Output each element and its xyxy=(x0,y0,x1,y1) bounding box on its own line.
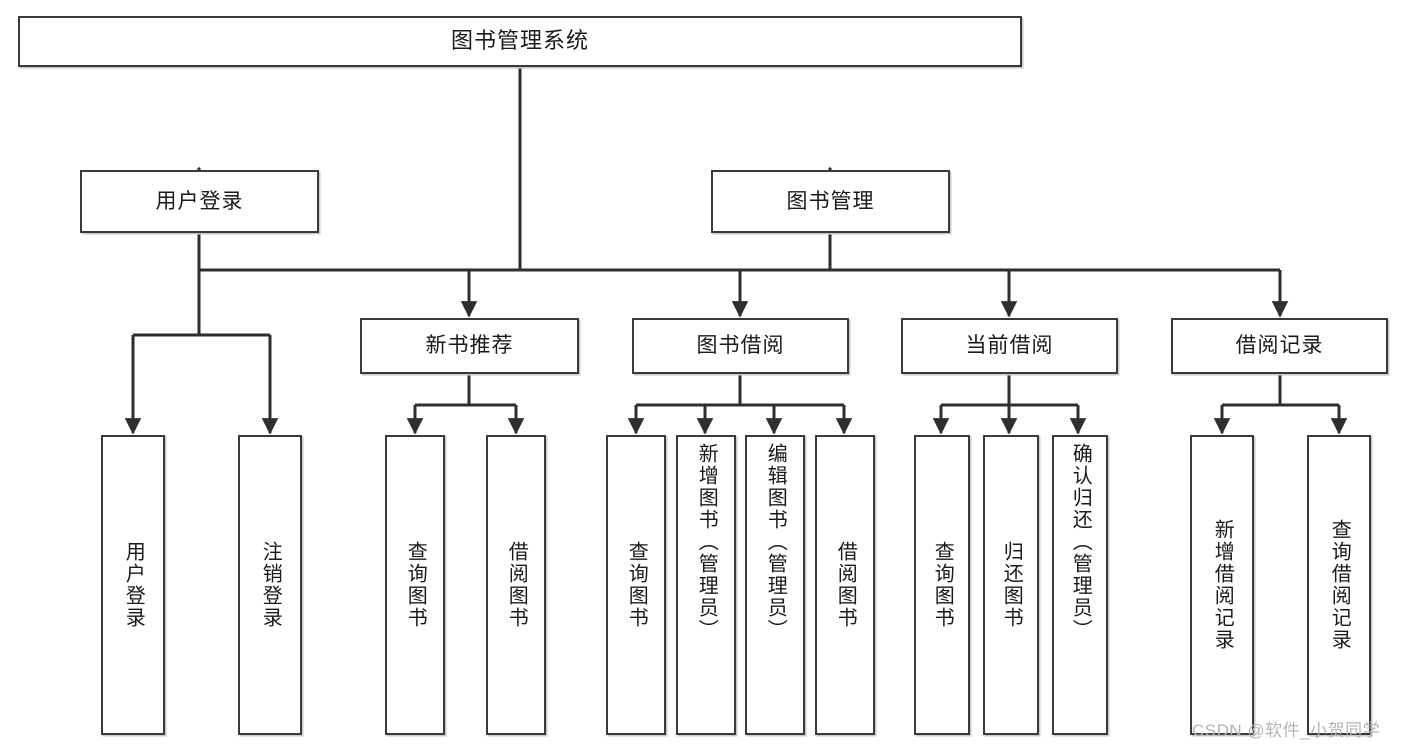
node-user-login[interactable]: 用户登录 xyxy=(80,170,319,233)
leaf-add-book-admin[interactable]: 新增图书（管理员） xyxy=(676,435,736,735)
node-label: 图书管理系统 xyxy=(450,28,589,54)
node-label: 查询借阅记录 xyxy=(1328,519,1351,651)
node-book-management[interactable]: 图书管理 xyxy=(711,170,950,233)
node-book-borrow[interactable]: 图书借阅 xyxy=(632,318,849,374)
leaf-add-borrow-record[interactable]: 新增借阅记录 xyxy=(1190,435,1254,735)
node-label: 查询图书 xyxy=(625,541,648,629)
node-label: 借阅图书 xyxy=(505,541,528,629)
leaf-query-book-borrow[interactable]: 查询图书 xyxy=(606,435,666,735)
node-label: 借阅图书 xyxy=(834,541,857,629)
node-label: 新增借阅记录 xyxy=(1211,519,1234,651)
node-label: 图书管理 xyxy=(786,189,875,213)
node-label: 归还图书 xyxy=(1000,541,1023,629)
node-label: 确认归还（管理员） xyxy=(1069,443,1092,641)
leaf-query-book-current[interactable]: 查询图书 xyxy=(914,435,970,735)
node-book-management-system[interactable]: 图书管理系统 xyxy=(18,16,1022,67)
node-current-borrow[interactable]: 当前借阅 xyxy=(901,318,1118,374)
node-label: 当前借阅 xyxy=(965,334,1054,358)
watermark: CSDN @软件_小贺同学 xyxy=(1192,721,1381,740)
node-borrow-record[interactable]: 借阅记录 xyxy=(1171,318,1388,374)
node-label: 查询图书 xyxy=(404,541,427,629)
leaf-edit-book-admin[interactable]: 编辑图书（管理员） xyxy=(745,435,805,735)
leaf-confirm-return-admin[interactable]: 确认归还（管理员） xyxy=(1052,435,1108,735)
node-label: 新书推荐 xyxy=(425,334,514,358)
leaf-query-borrow-record[interactable]: 查询借阅记录 xyxy=(1307,435,1371,735)
node-label: 注销登录 xyxy=(259,541,282,629)
leaf-borrow-book[interactable]: 借阅图书 xyxy=(815,435,875,735)
leaf-logout[interactable]: 注销登录 xyxy=(238,435,302,735)
node-label: 用户登录 xyxy=(155,189,244,213)
leaf-user-login[interactable]: 用户登录 xyxy=(101,435,165,735)
leaf-return-book[interactable]: 归还图书 xyxy=(983,435,1039,735)
node-label: 查询图书 xyxy=(931,541,954,629)
leaf-query-book-recommend[interactable]: 查询图书 xyxy=(385,435,445,735)
node-label: 编辑图书（管理员） xyxy=(764,443,787,641)
node-label: 用户登录 xyxy=(122,541,145,629)
node-label: 借阅记录 xyxy=(1235,334,1324,358)
leaf-borrow-book-recommend[interactable]: 借阅图书 xyxy=(486,435,546,735)
node-label: 新增图书（管理员） xyxy=(695,443,718,641)
node-label: 图书借阅 xyxy=(696,334,785,358)
node-new-book-recommend[interactable]: 新书推荐 xyxy=(360,318,579,374)
